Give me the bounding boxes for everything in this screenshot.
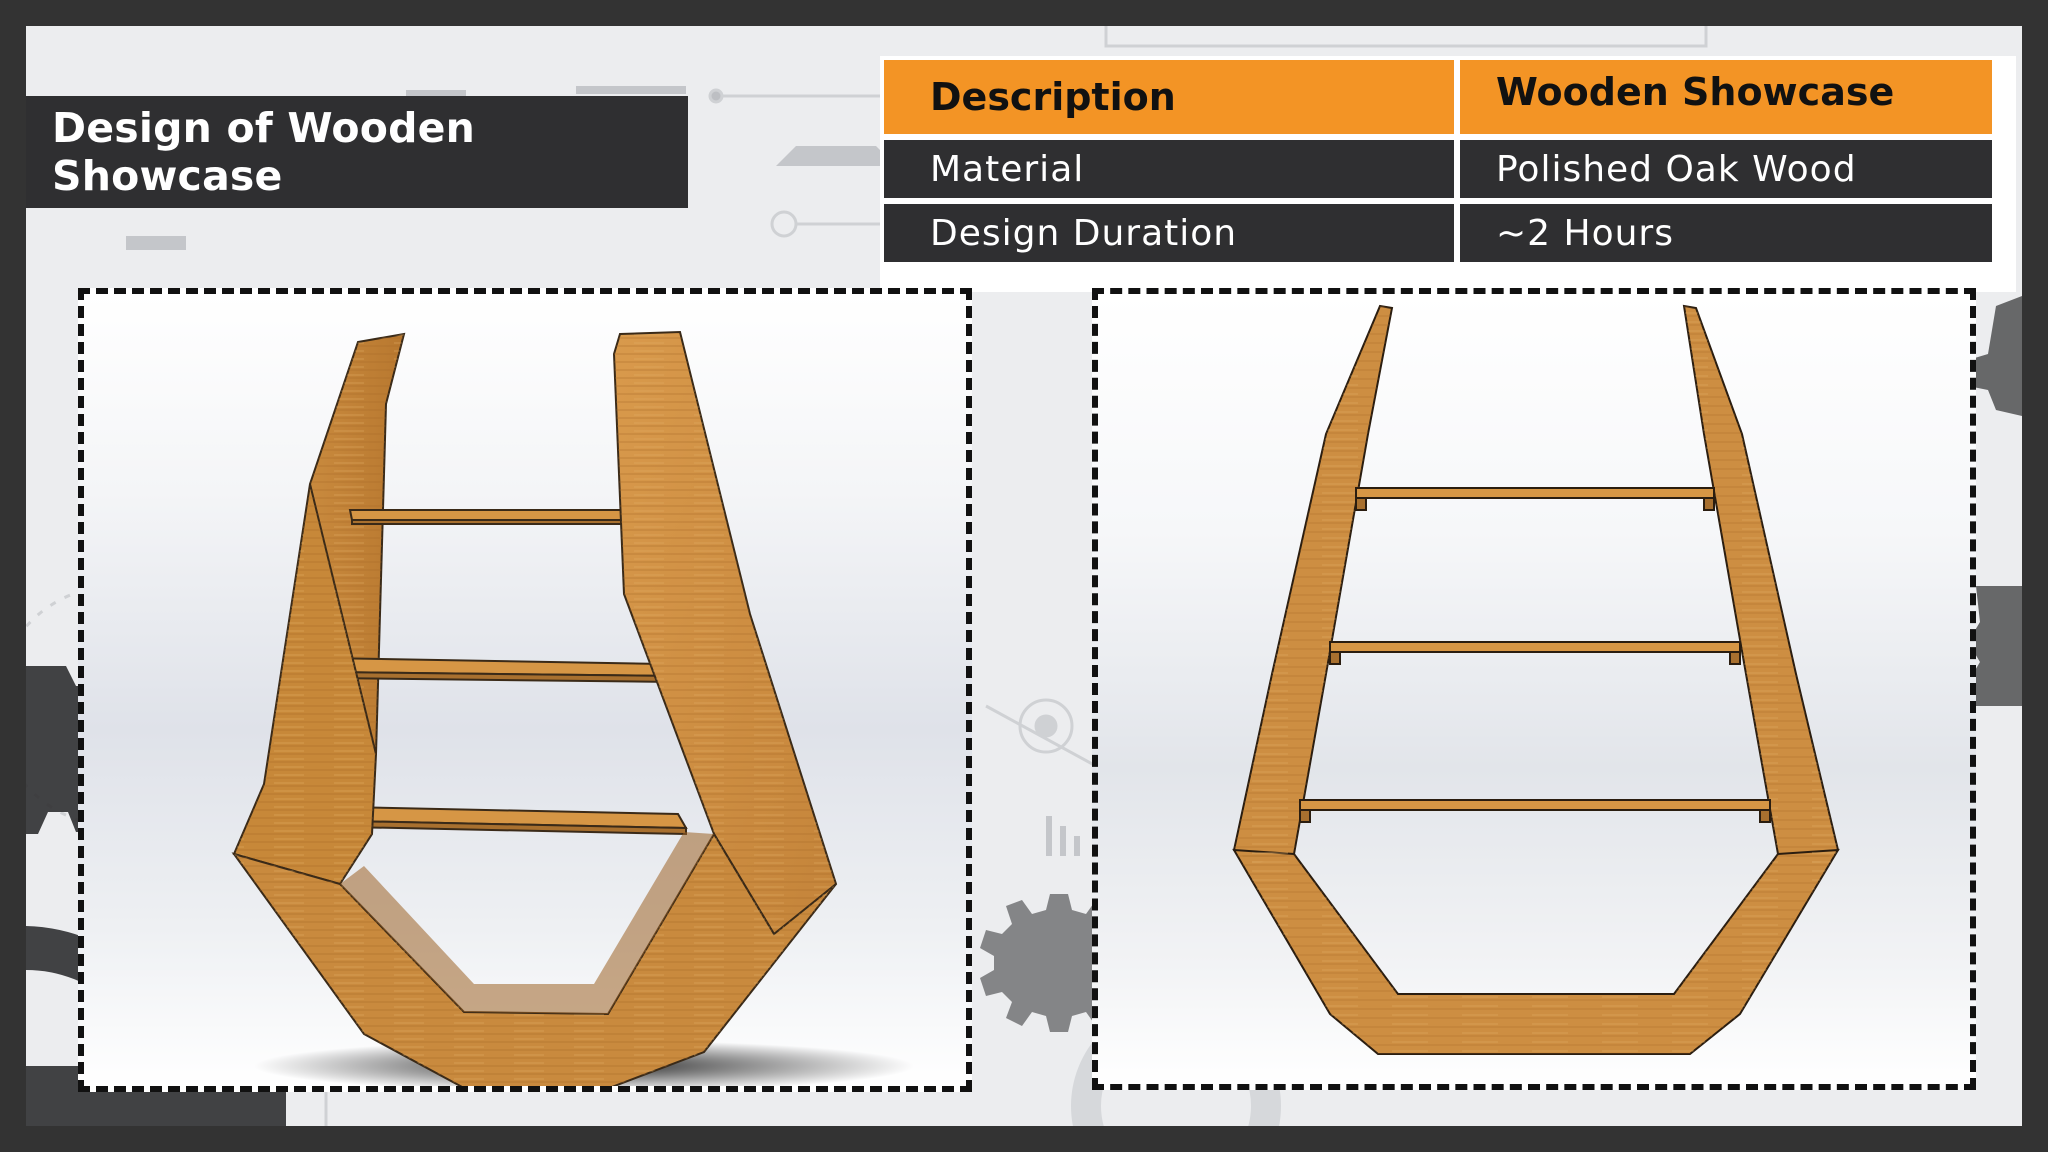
row-label-material: Material: [884, 140, 1454, 198]
row-value-duration: ~2 Hours: [1460, 204, 1992, 262]
header-product-name: Wooden Showcase: [1460, 60, 1992, 134]
header-description: Description: [884, 60, 1454, 134]
slide: Design of Wooden Showcase Description Wo…: [26, 26, 2022, 1126]
front-view-panel: [1092, 288, 1976, 1090]
isometric-view-panel: [78, 288, 972, 1092]
table-row: Design Duration ~2 Hours: [884, 204, 2012, 262]
page-title-banner: Design of Wooden Showcase: [26, 96, 688, 208]
spec-table-header: Description Wooden Showcase: [884, 60, 2012, 134]
row-value-material: Polished Oak Wood: [1460, 140, 1992, 198]
showcase-isometric-render: [231, 330, 914, 1086]
showcase-front-render: [1232, 304, 1840, 1055]
row-label-duration: Design Duration: [884, 204, 1454, 262]
page-title: Design of Wooden Showcase: [52, 104, 476, 200]
table-row: Material Polished Oak Wood: [884, 140, 2012, 198]
front-shelves: [1299, 487, 1771, 823]
spec-table: Description Wooden Showcase Material Pol…: [880, 56, 2016, 292]
